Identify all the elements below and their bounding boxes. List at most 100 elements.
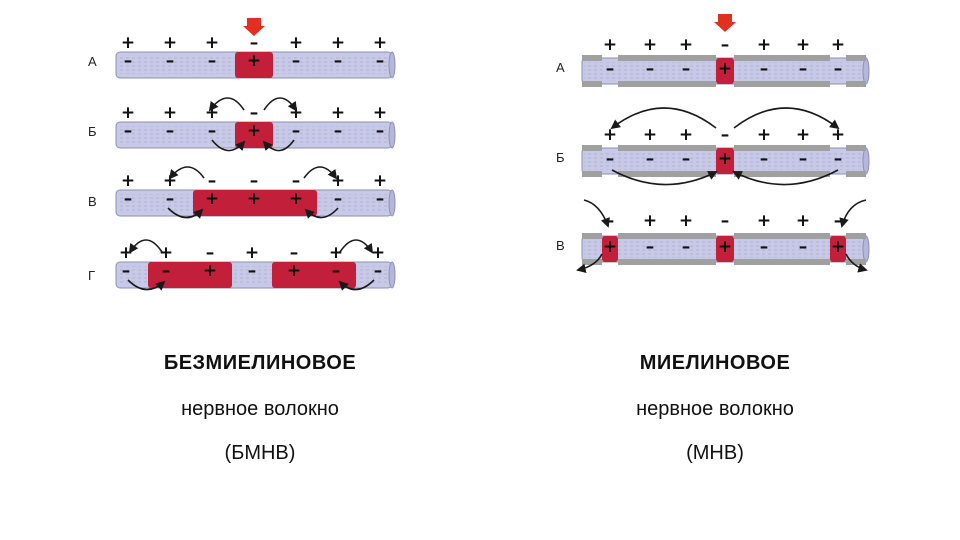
mnv-v-myelin-bottom	[582, 259, 602, 265]
bmnv-b-outer-sign: +	[205, 103, 219, 123]
bmnv-b-outer-sign: +	[331, 103, 345, 123]
mnv-b-myelin-top	[618, 145, 716, 151]
bmnv-v-inner-sign: –	[376, 189, 385, 209]
mnv-b-outer-sign: +	[757, 125, 771, 145]
bmnv-g-outer-sign: +	[159, 243, 173, 263]
bmnv-b-inner-current-right	[262, 139, 295, 152]
mnv-v-myelin-bottom	[846, 259, 866, 265]
bmnv-v-outer-sign: –	[208, 171, 217, 191]
mnv-v-outer-sign: –	[721, 211, 730, 231]
mnv-a-myelin-bottom	[582, 81, 602, 87]
bmnv-v-inner-current-left	[167, 207, 204, 219]
mnv-a-inner-sign: –	[682, 59, 691, 79]
bmnv-g-inner-current-left	[127, 279, 166, 291]
mnv-a-myelin-bottom	[734, 81, 830, 87]
mnv-b-outer-sign: +	[679, 125, 693, 145]
mnv-a-myelin-top	[846, 55, 866, 61]
bmnv-g-outer-sign: –	[290, 243, 299, 263]
bmnv-v-inner-sign: +	[205, 189, 219, 209]
mnv-a-myelin-top	[734, 55, 830, 61]
bmnv-b-inner-sign: –	[334, 121, 343, 141]
bmnv-v-outer-sign: –	[292, 171, 301, 191]
mnv-v-myelin-top	[618, 233, 716, 239]
mnv-v-myelin-bottom	[618, 259, 716, 265]
bmnv-v-excited-zone	[193, 190, 317, 216]
mnv-v-outer-sign: +	[643, 211, 657, 231]
mnv-a-inner-sign: –	[834, 59, 843, 79]
bmnv-v-outer-sign: +	[121, 171, 135, 191]
mnv-b-outer-sign: +	[643, 125, 657, 145]
bmnv-v-inner-sign: –	[334, 189, 343, 209]
bmnv-g-axon-end	[388, 261, 396, 289]
mnv-a-outer-sign: +	[796, 35, 810, 55]
mnv-v-outer-sign: +	[679, 211, 693, 231]
bmnv-a-inner-sign: +	[247, 51, 261, 71]
bmnv-g-inner-sign: –	[332, 261, 341, 281]
mnv-a-inner-sign: –	[760, 59, 769, 79]
mnv-b-axon-end	[862, 147, 870, 175]
bmnv-g-inner-sign: –	[374, 261, 383, 281]
bmnv-b-outer-sign: +	[121, 103, 135, 123]
mnv-b-inner-sign: –	[646, 149, 655, 169]
mnv-v-excited-node	[830, 236, 846, 262]
mnv-a-excited-node	[716, 58, 734, 84]
mnv-b-outer-sign: –	[721, 125, 730, 145]
mnv-a-outer-sign: +	[603, 35, 617, 55]
mnv-b-outer-sign: +	[831, 125, 845, 145]
bmnv-a-inner-sign: –	[376, 51, 385, 71]
mnv-row-label-v: В	[556, 238, 565, 253]
bmnv-g-outer-sign: +	[245, 243, 259, 263]
bmnv-a-outer-sign: +	[163, 33, 177, 53]
mnv-b-myelin-top	[734, 145, 830, 151]
bmnv-b-outer-sign: +	[289, 103, 303, 123]
mnv-b-outer-current-left	[610, 107, 717, 130]
bmnv-v-outer-current-left	[168, 166, 205, 180]
mnv-b-outer-sign: +	[796, 125, 810, 145]
mnv-b-excited-node	[716, 148, 734, 174]
mnv-row-label-b: Б	[556, 150, 565, 165]
mnv-a-inner-sign: –	[799, 59, 808, 79]
bmnv-v-inner-current-right	[304, 207, 339, 219]
bmnv-v-inner-sign: +	[289, 189, 303, 209]
bmnv-abbr: (БМНВ)	[224, 442, 296, 464]
bmnv-g-inner-sign: –	[122, 261, 131, 281]
bmnv-b-outer-sign: +	[373, 103, 387, 123]
mnv-v-myelin-top	[734, 233, 830, 239]
mnv-a-outer-sign: –	[721, 35, 730, 55]
mnv-b-myelin-top	[846, 145, 866, 151]
bmnv-g-outer-sign: –	[206, 243, 215, 263]
mnv-b-myelin-bottom	[618, 171, 716, 177]
bmnv-a-axon-end	[388, 51, 396, 79]
bmnv-a-excited-zone	[235, 52, 273, 78]
mnv-a-myelin-bottom	[618, 81, 716, 87]
mnv-a-myelin-top	[582, 55, 602, 61]
mnv-a-inner-sign: –	[646, 59, 655, 79]
bmnv-b-outer-current-left	[208, 97, 245, 112]
bmnv-b-inner-sign: –	[124, 121, 133, 141]
mnv-b-inner-sign: –	[760, 149, 769, 169]
bmnv-b-inner-sign: –	[166, 121, 175, 141]
bmnv-g-inner-sign: –	[248, 261, 257, 281]
current-arrows-layer	[127, 14, 868, 291]
bmnv-g-outer-current-right	[339, 239, 374, 254]
mnv-v-inner-sign: –	[760, 237, 769, 257]
bmnv-b-inner-sign: +	[247, 121, 261, 141]
bmnv-a-inner-sign: –	[124, 51, 133, 71]
bmnv-v-outer-sign: +	[373, 171, 387, 191]
bmnv-row-label-a: А	[88, 54, 97, 69]
mnv-b-inner-current-right	[732, 169, 839, 186]
bmnv-title: БЕЗМИЕЛИНОВОЕ	[163, 352, 357, 374]
mnv-b-inner-sign: –	[682, 149, 691, 169]
bmnv-a-inner-sign: –	[292, 51, 301, 71]
mnv-v-inner-sign: +	[603, 237, 617, 257]
bmnv-g-outer-sign: +	[329, 243, 343, 263]
mnv-v-myelin-top	[846, 233, 866, 239]
mnv-v-inner-current-left	[576, 253, 603, 274]
mnv-b-inner-current-left	[611, 169, 718, 186]
mnv-b-myelin-bottom	[582, 171, 602, 177]
bmnv-a-outer-sign: +	[205, 33, 219, 53]
bmnv-v-inner-sign: –	[124, 189, 133, 209]
bmnv-g-excited-zone-left	[148, 262, 232, 288]
mnv-title: МИЕЛИНОВОЕ	[639, 352, 791, 374]
